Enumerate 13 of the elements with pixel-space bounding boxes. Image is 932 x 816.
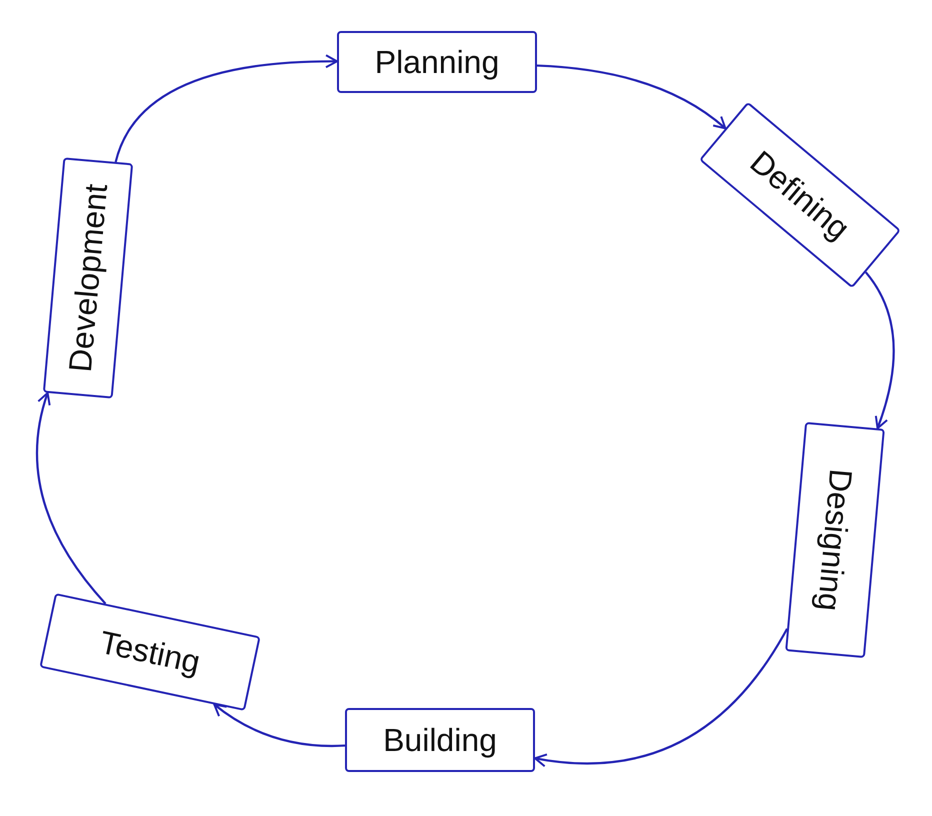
arrow bbox=[864, 272, 895, 430]
process-box bbox=[345, 708, 535, 772]
arrow bbox=[534, 628, 788, 767]
step-label: Testing bbox=[96, 622, 204, 682]
arrow bbox=[36, 392, 106, 604]
step-label: Building bbox=[383, 721, 497, 760]
arrow bbox=[213, 704, 346, 748]
step-label: Development bbox=[60, 182, 116, 374]
arrow bbox=[536, 64, 726, 130]
arrow bbox=[114, 54, 338, 162]
process-box bbox=[337, 31, 537, 93]
step-label: Planning bbox=[374, 43, 500, 82]
step-label: Designing bbox=[810, 467, 860, 613]
